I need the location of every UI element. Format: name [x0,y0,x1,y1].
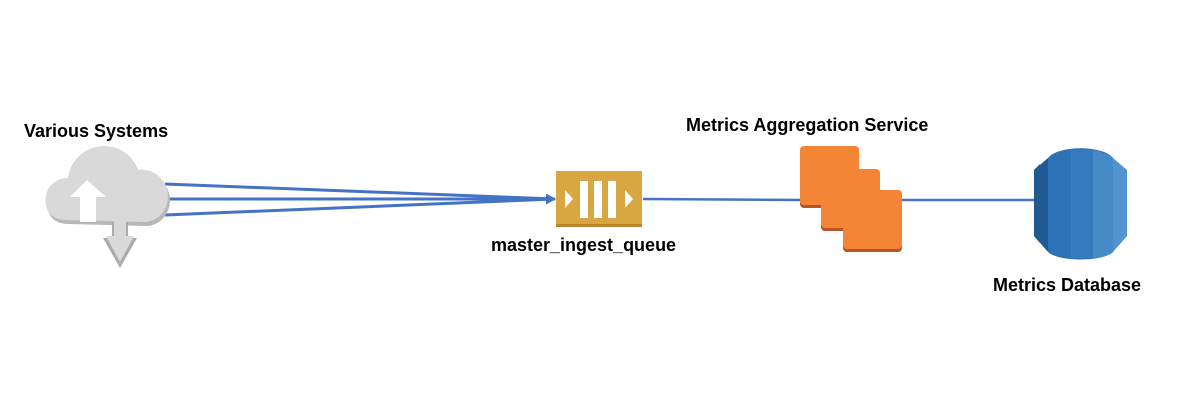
connector-line [164,194,556,217]
compute-instances-icon [800,146,902,252]
source-to-queue-connectors [164,182,556,217]
database-icon [1034,148,1127,260]
node-label-master-ingest-queue: master_ingest_queue [491,235,677,255]
connector-line [164,182,556,204]
node-label-various-systems: Various Systems [24,121,169,141]
message-queue-icon [556,171,642,227]
cloud-upload-download-icon [45,146,170,268]
node-label-metrics-database: Metrics Database [993,275,1142,295]
node-label-metrics-aggregation-service: Metrics Aggregation Service [686,115,929,135]
queue-to-service-connector [642,197,805,202]
